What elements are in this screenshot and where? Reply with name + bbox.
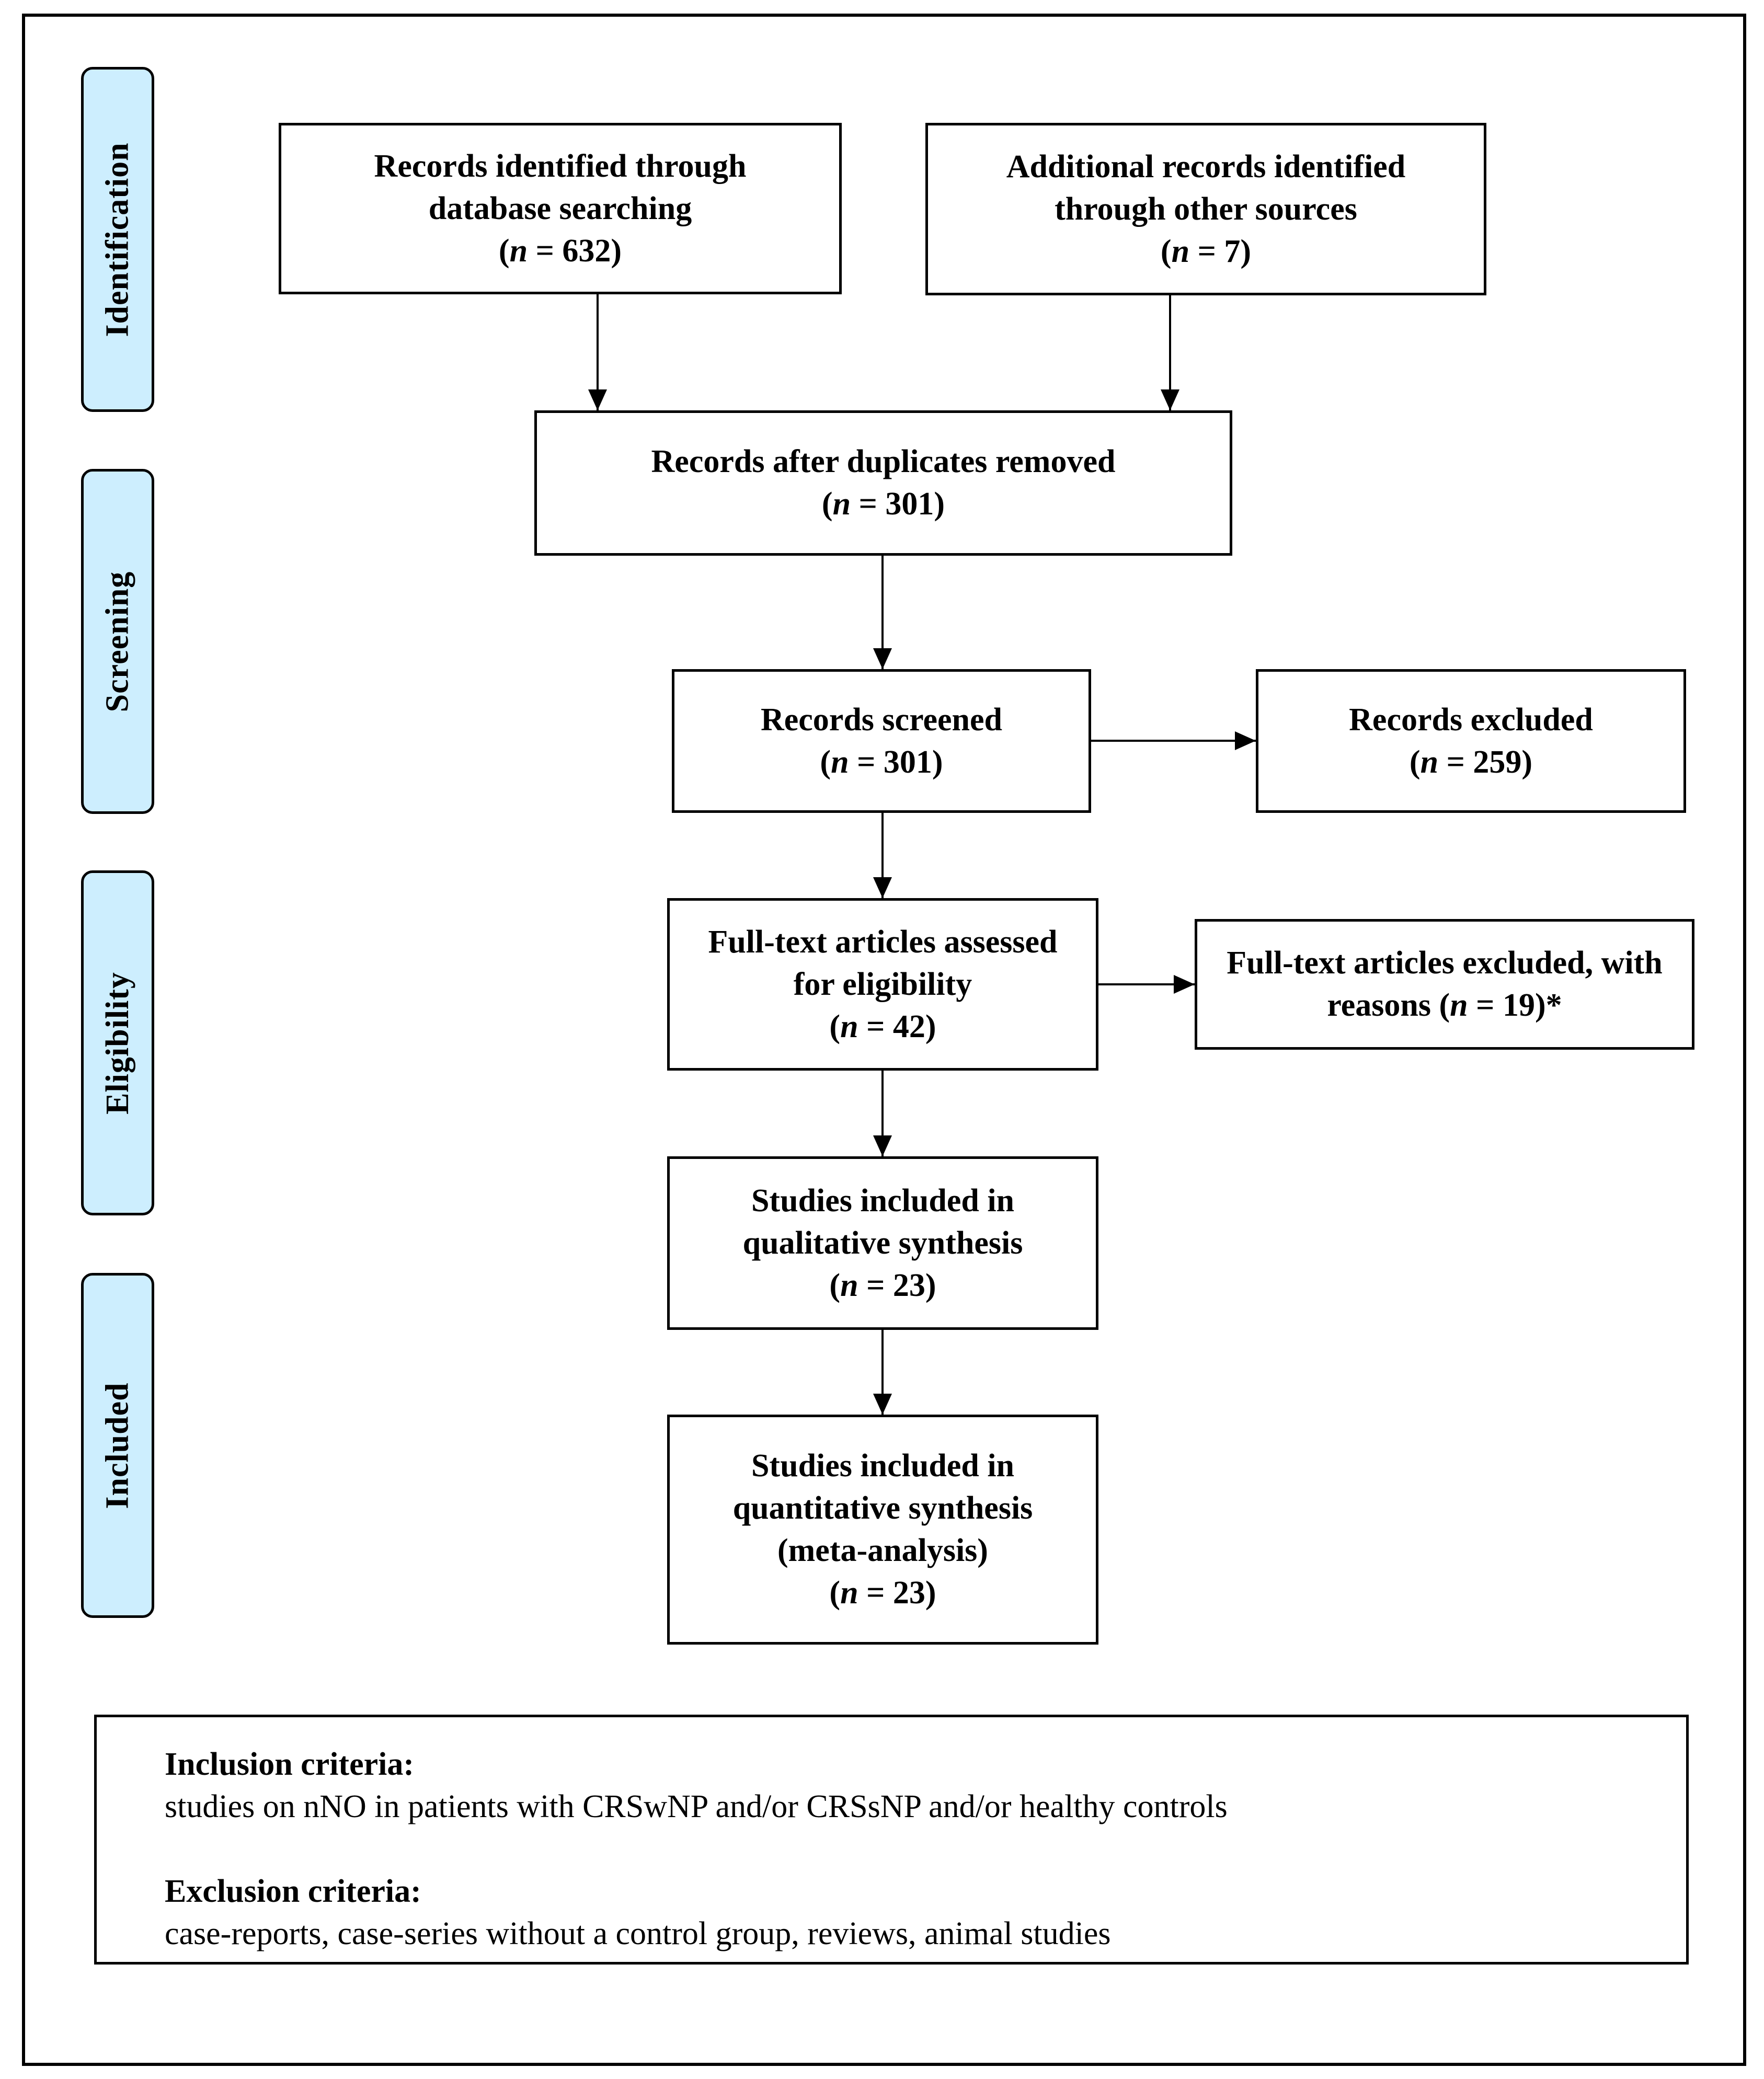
arrowhead-other	[1161, 389, 1179, 410]
quantitative-line2: quantitative synthesis	[732, 1490, 1033, 1526]
database-line1: Records identified through	[374, 148, 747, 184]
box-fulltext-excluded: Full-text articles excluded, with reason…	[1195, 919, 1694, 1050]
qualitative-count: (n = 23)	[829, 1267, 936, 1303]
arrowhead-fulltext	[873, 877, 892, 898]
other-sources-line1: Additional records identified	[1006, 148, 1406, 185]
other-sources-count: (n = 7)	[1160, 233, 1252, 269]
phase-screening: Screening	[81, 469, 154, 814]
box-duplicates-removed: Records after duplicates removed (n = 30…	[534, 410, 1232, 556]
exclusion-criteria-heading: Exclusion criteria:	[165, 1874, 421, 1909]
quantitative-count: (n = 23)	[829, 1575, 936, 1611]
database-line2: database searching	[428, 190, 692, 226]
fulltext-assessed-line1: Full-text articles assessed	[708, 924, 1058, 960]
box-other-sources: Additional records identified through ot…	[925, 123, 1486, 295]
fulltext-assessed-line2: for eligibility	[793, 966, 972, 1002]
arrowhead-quantitative	[873, 1394, 892, 1415]
fulltext-excluded-line1: Full-text articles excluded, with	[1227, 945, 1663, 981]
phase-identification: Identification	[81, 67, 154, 412]
phase-eligibility: Eligibility	[81, 870, 154, 1215]
arrowhead-excluded	[1235, 731, 1256, 750]
records-excluded-count: (n = 259)	[1409, 744, 1533, 780]
quantitative-line3: (meta-analysis)	[777, 1533, 988, 1568]
qualitative-line1: Studies included in	[751, 1182, 1015, 1219]
box-quantitative-synthesis: Studies included in quantitative synthes…	[667, 1415, 1098, 1645]
records-screened-count: (n = 301)	[820, 744, 943, 780]
records-excluded-line1: Records excluded	[1349, 702, 1593, 738]
box-fulltext-assessed: Full-text articles assessed for eligibil…	[667, 898, 1098, 1071]
database-count: (n = 632)	[498, 233, 622, 269]
arrowhead-qualitative	[873, 1135, 892, 1156]
arrowhead-database	[588, 389, 607, 410]
fulltext-assessed-count: (n = 42)	[829, 1008, 936, 1044]
arrowhead-duplicates	[873, 648, 892, 669]
records-screened-line1: Records screened	[760, 702, 1002, 738]
arrowhead-fulltext-excluded	[1174, 975, 1195, 994]
exclusion-criteria-text: case-reports, case-series without a cont…	[165, 1916, 1111, 1951]
box-database-searching: Records identified through database sear…	[279, 123, 842, 294]
box-records-screened: Records screened (n = 301)	[672, 669, 1091, 813]
other-sources-line2: through other sources	[1055, 191, 1357, 227]
box-qualitative-synthesis: Studies included in qualitative synthesi…	[667, 1156, 1098, 1330]
diagram-frame	[22, 14, 1746, 2066]
criteria-spacer	[165, 1828, 1686, 1870]
duplicates-removed-count: (n = 301)	[821, 486, 945, 522]
inclusion-criteria-text: studies on nNO in patients with CRSwNP a…	[165, 1789, 1228, 1824]
qualitative-line2: qualitative synthesis	[742, 1225, 1023, 1261]
duplicates-removed-line1: Records after duplicates removed	[651, 444, 1116, 479]
phase-included: Included	[81, 1273, 154, 1618]
box-records-excluded: Records excluded (n = 259)	[1256, 669, 1686, 813]
inclusion-criteria-heading: Inclusion criteria:	[165, 1747, 414, 1782]
fulltext-excluded-count: reasons (n = 19)*	[1327, 987, 1562, 1023]
quantitative-line1: Studies included in	[751, 1448, 1015, 1484]
criteria-box: Inclusion criteria: studies on nNO in pa…	[94, 1715, 1689, 1965]
